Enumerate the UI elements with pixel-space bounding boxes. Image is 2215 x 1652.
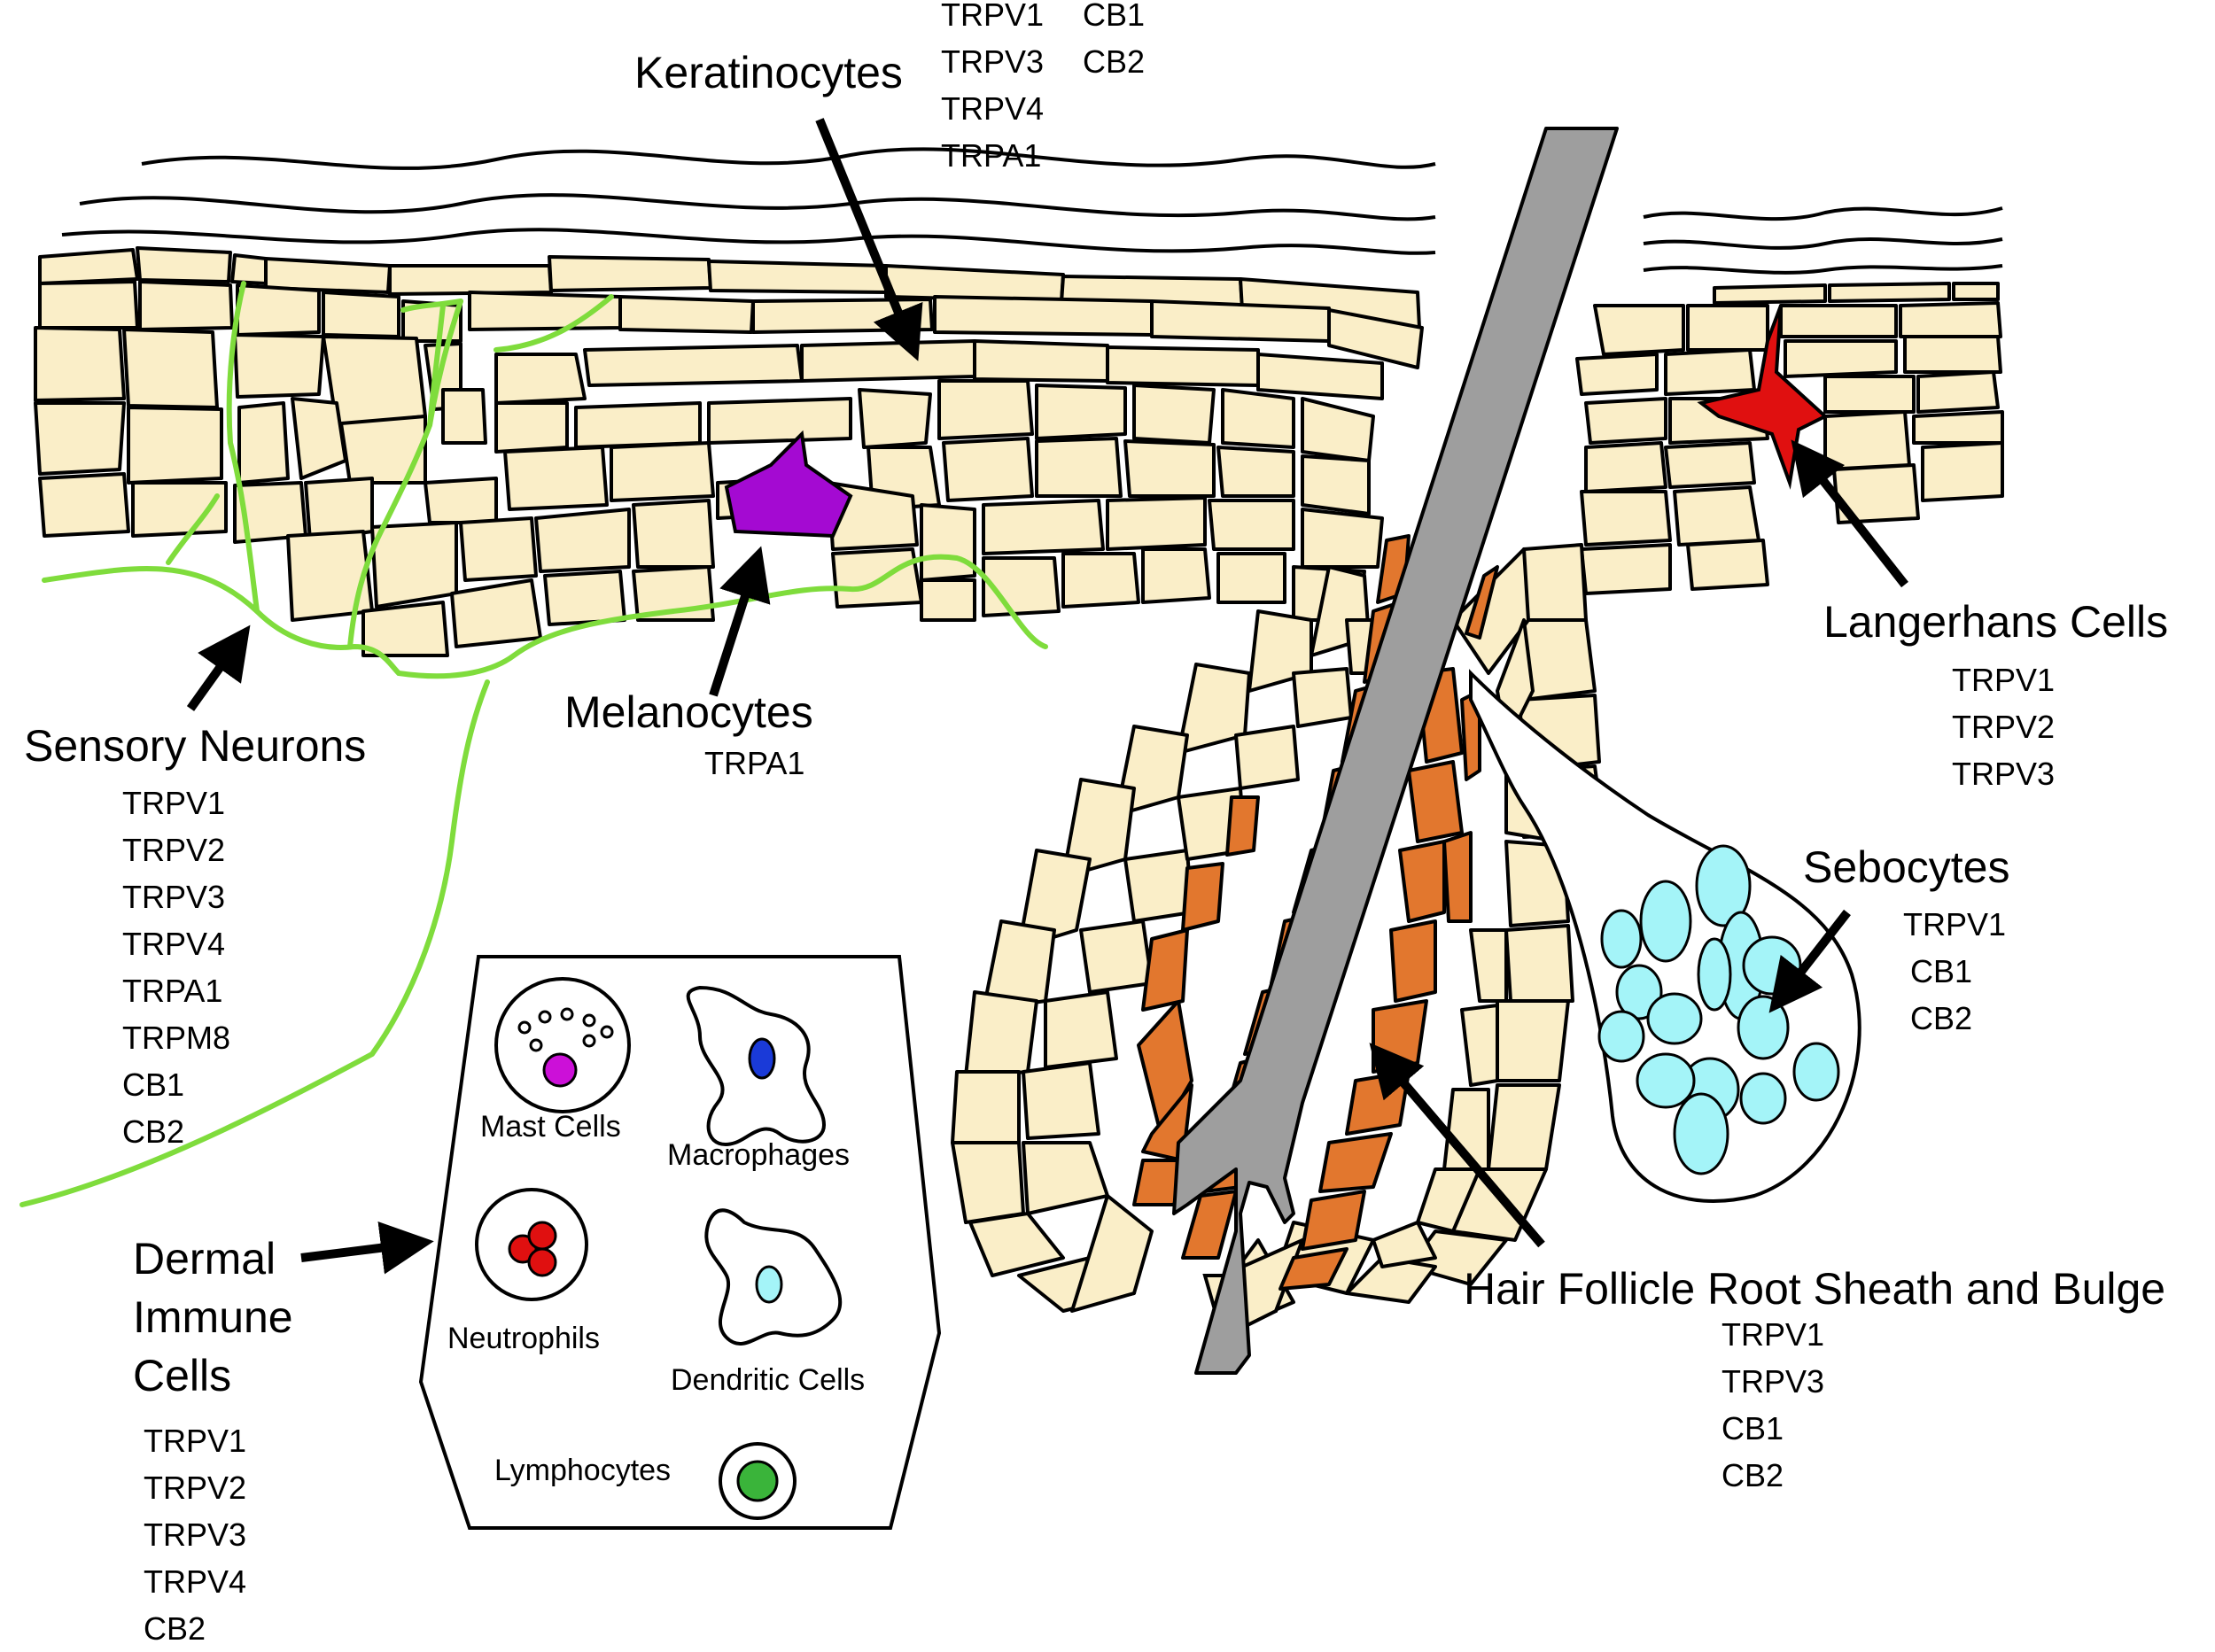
macrophages-label: Macrophages [667, 1138, 851, 1172]
sebocytes-label: Sebocytes [1803, 842, 2010, 892]
macrophage-icon [686, 985, 827, 1146]
keratinocyte-layer-right [1518, 282, 2004, 839]
sensory-neuron-arrow [186, 624, 251, 711]
dendritic-cells-label: Dendritic Cells [671, 1363, 866, 1397]
dendritic-cell-icon [704, 1208, 843, 1346]
langerhans-receptors: TRPV1 TRPV2 TRPV3 [1952, 662, 2056, 792]
sebaceous-gland [1469, 669, 1861, 1203]
pointer-arrows [186, 118, 1908, 1275]
sensory-neurons-label: Sensory Neurons [24, 721, 367, 771]
mast-cell-icon [494, 977, 631, 1113]
langerhans-label: Langerhans Cells [1823, 597, 2169, 647]
melanocyte-cell [724, 430, 853, 539]
melanocytes-receptors: TRPA1 [704, 745, 805, 781]
immune-cell-box [418, 955, 942, 1530]
langerhans-cell [1697, 305, 1829, 490]
hair-follicle-label: Hair Follicle Root Sheath and Bulge [1464, 1264, 2166, 1314]
keratinocytes-label: Keratinocytes [634, 48, 903, 97]
lymphocytes-label: Lymphocytes [494, 1454, 672, 1487]
langerhans-arrow [1791, 439, 1908, 588]
keratinocytes-receptors-col1: TRPV1 TRPV3 TRPV4 TRPA1 [941, 0, 1045, 174]
hair-follicle-arrow [1369, 1043, 1545, 1248]
dermal-immune-arrow [300, 1221, 434, 1275]
hair-follicle-outer-sheath [951, 547, 1574, 1330]
keratinocytes-receptors-col2: CB1 CB2 [1083, 0, 1146, 80]
neutrophils-label: Neutrophils [447, 1322, 600, 1355]
melanocytes-label: Melanocytes [564, 687, 813, 737]
sensory-neurons-receptors: TRPV1 TRPV2 TRPV3 TRPV4 TRPA1 TRPM8 CB1 … [122, 785, 231, 1150]
sebocyte-arrow [1768, 909, 1851, 1013]
lymphocyte-icon [719, 1442, 797, 1520]
sebocytes-receptors: TRPV1 CB1 CB2 [1903, 906, 2007, 1036]
mast-cells-label: Mast Cells [480, 1110, 621, 1144]
sebocyte-cells [1597, 844, 1840, 1175]
sensory-neuron-fibers [19, 281, 1048, 1207]
dermal-immune-label: Dermal Immune Cells [133, 1234, 293, 1400]
keratinocyte-layer-left [34, 246, 1424, 657]
hair-shaft [1172, 127, 1619, 1375]
dermal-immune-receptors: TRPV1 TRPV2 TRPV3 TRPV4 CB2 [144, 1423, 247, 1647]
neutrophil-icon [475, 1188, 588, 1301]
melanocyte-arrow [709, 546, 771, 697]
hair-follicle-receptors: TRPV1 TRPV3 CB1 CB2 [1721, 1316, 1825, 1493]
keratinocyte-arrow [815, 118, 923, 361]
